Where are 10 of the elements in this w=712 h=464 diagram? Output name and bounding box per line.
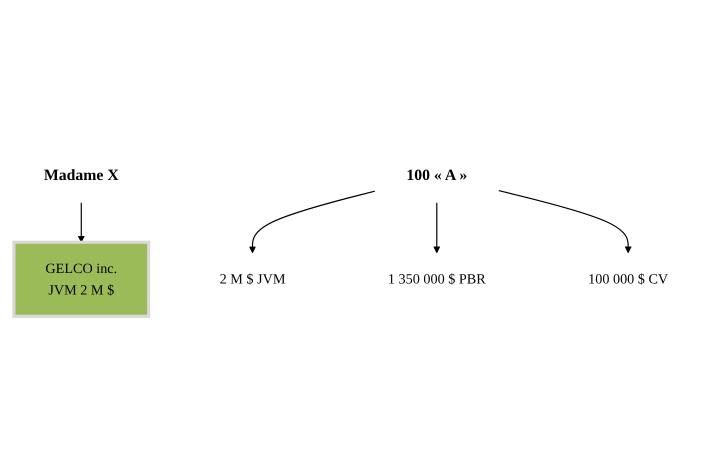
node-text: 1 350 000 $ PBR <box>388 271 486 287</box>
node-box: GELCO inc. JVM 2 M $ <box>12 240 150 318</box>
node-text: Madame X <box>44 166 119 184</box>
node-text: 2 M $ JVM <box>220 271 286 287</box>
arrow <box>498 190 632 254</box>
arrow <box>78 202 85 243</box>
node-text: 100 000 $ CV <box>588 271 668 287</box>
node-text: 100 « A » <box>406 166 468 184</box>
arrow <box>249 190 375 254</box>
arrow <box>433 202 440 254</box>
